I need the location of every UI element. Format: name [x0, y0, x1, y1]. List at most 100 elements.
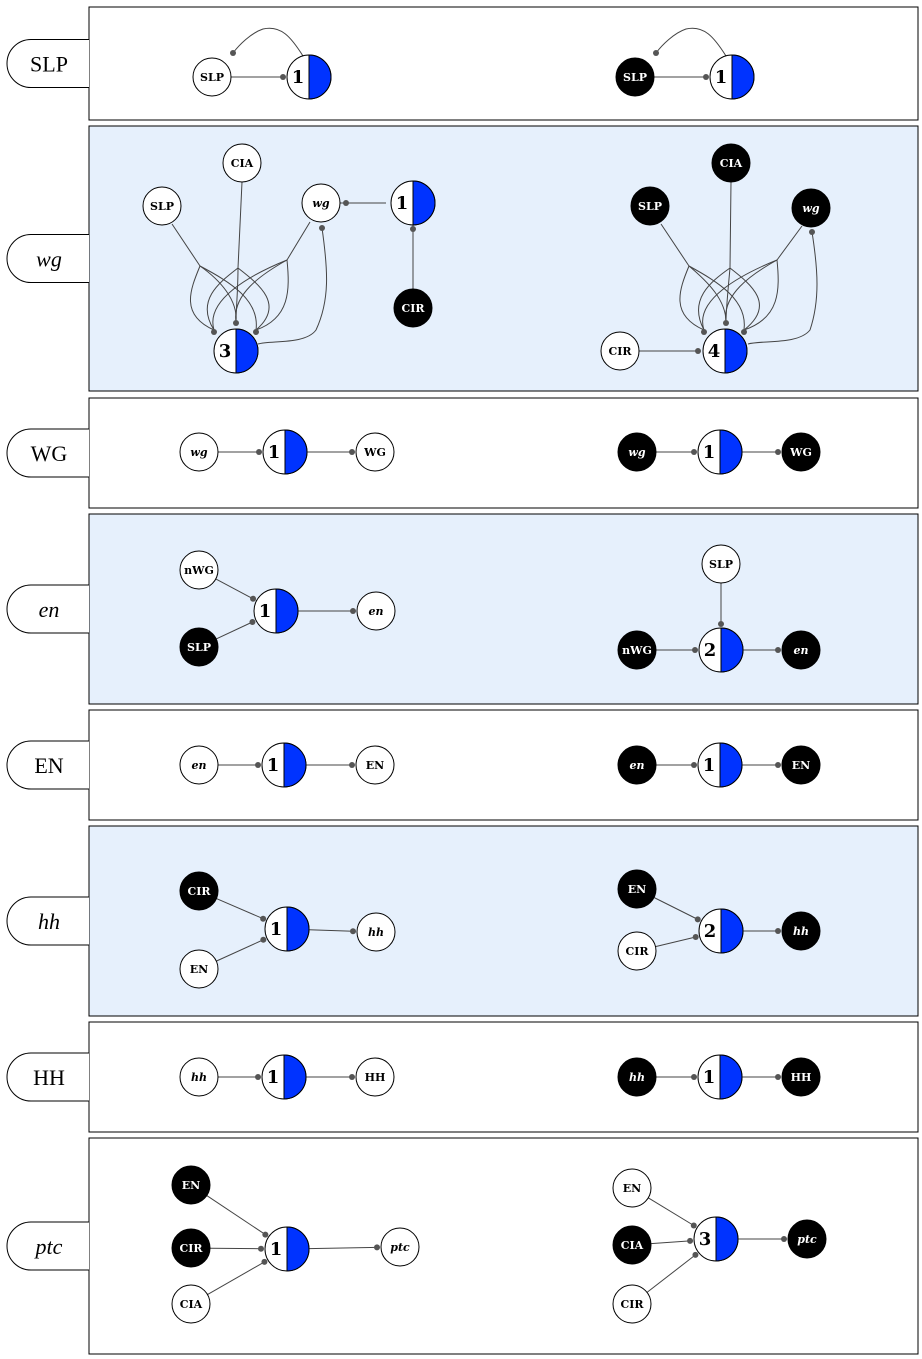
node-label: WG [363, 446, 386, 459]
edge-endpoint [775, 449, 781, 455]
edge-endpoint [260, 915, 267, 922]
node-label: CIR [179, 1242, 203, 1255]
node-circle [356, 912, 396, 952]
edge [206, 1195, 266, 1235]
node: SLP [179, 627, 219, 667]
row-5: EN [6, 709, 919, 821]
edge [655, 27, 727, 57]
node: CIA [171, 1284, 211, 1324]
node: wg [617, 432, 657, 472]
row-2: wg [6, 125, 919, 392]
edge-endpoint [694, 916, 701, 923]
node-label: CIR [608, 345, 632, 358]
row-7: HH [6, 1021, 919, 1133]
edge [743, 259, 779, 331]
edge-endpoint [256, 449, 262, 455]
edge-endpoint [691, 1074, 697, 1080]
node-circle [615, 57, 655, 97]
panel [88, 6, 919, 121]
gate: 2 [698, 908, 744, 954]
edge [653, 897, 698, 920]
edge [650, 1240, 691, 1245]
edge-endpoint [691, 449, 697, 455]
node-label: EN [366, 759, 384, 772]
node: SLP [630, 186, 670, 226]
edge-endpoint [260, 936, 267, 943]
node-circle [617, 630, 657, 670]
gate: 1 [253, 588, 299, 634]
node-circle [179, 871, 219, 911]
gate: 1 [709, 54, 755, 100]
row-tab [6, 428, 89, 478]
node: CIR [179, 871, 219, 911]
node: CIR [617, 931, 657, 971]
gate-number: 1 [292, 67, 305, 88]
edge [702, 225, 803, 331]
gate-number: 1 [270, 919, 283, 940]
node: wg [301, 183, 341, 223]
gate: 1 [286, 54, 332, 100]
node-circle [617, 931, 657, 971]
gate: 1 [697, 429, 743, 475]
node-label: SLP [638, 200, 662, 213]
edge [647, 1197, 695, 1226]
node-circle [630, 186, 670, 226]
edge-endpoint [687, 1237, 694, 1244]
node-circle [393, 288, 433, 328]
node-circle [612, 1225, 652, 1265]
panel [88, 825, 919, 1017]
node-circle [179, 432, 219, 472]
gate-right-half [286, 1226, 310, 1272]
gate-number: 1 [268, 442, 281, 463]
node-label: en [794, 644, 809, 657]
gate-number: 1 [703, 442, 716, 463]
edge [698, 181, 732, 331]
gate-number: 1 [703, 1067, 716, 1088]
row-4: en [6, 513, 919, 705]
node-label: hh [191, 1071, 207, 1084]
node-circle [380, 1227, 420, 1267]
node-label: CIA [180, 1298, 203, 1311]
edge-endpoint [695, 348, 701, 354]
node: ptc [787, 1219, 827, 1259]
edge-endpoint [255, 1074, 261, 1080]
edge [729, 267, 760, 331]
node-circle [781, 630, 821, 670]
node-circle [355, 745, 395, 785]
gate: 1 [264, 906, 310, 952]
node-circle [222, 143, 262, 183]
node-circle [171, 1228, 211, 1268]
node-label: HH [365, 1071, 386, 1084]
edge [237, 267, 270, 331]
edge [257, 227, 328, 345]
edge-endpoint [253, 329, 259, 335]
node: hh [781, 911, 821, 951]
node-label: EN [792, 759, 810, 772]
edge-endpoint [692, 647, 698, 653]
edge-endpoint [775, 647, 781, 653]
edge-endpoint [410, 226, 416, 232]
node: SLP [615, 57, 655, 97]
edge-endpoint [374, 1244, 381, 1251]
node: WG [355, 432, 395, 472]
gate-right-half [724, 328, 748, 374]
node: en [781, 630, 821, 670]
node: HH [781, 1057, 821, 1097]
row-6: hh [6, 825, 919, 1017]
gate-number: 2 [704, 921, 717, 942]
row-label: SLP [30, 52, 68, 77]
edge [215, 621, 253, 640]
row-label: EN [34, 753, 63, 778]
node-label: hh [368, 926, 384, 939]
node: CIA [222, 143, 262, 183]
node-circle [781, 1057, 821, 1097]
row-8: ptc [6, 1137, 919, 1355]
edge [308, 1246, 378, 1250]
gate-number: 1 [715, 67, 728, 88]
row-tab [6, 740, 89, 790]
row-tab [6, 39, 89, 88]
node: en [179, 745, 219, 785]
node-circle [612, 1284, 652, 1324]
node-circle [179, 745, 219, 785]
node: SLP [701, 544, 741, 584]
